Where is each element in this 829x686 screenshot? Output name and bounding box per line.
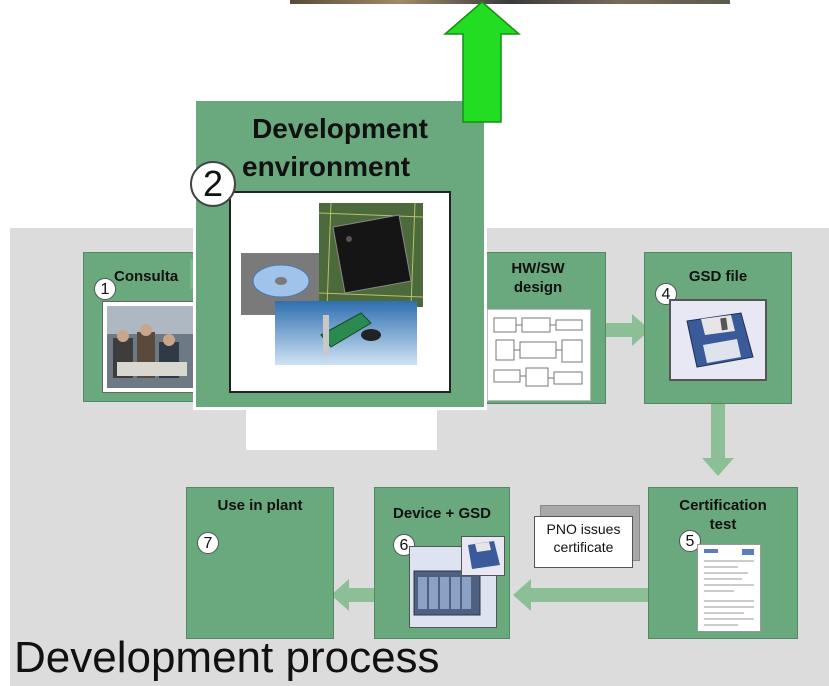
step-consultation: Consulta 1 bbox=[83, 252, 203, 402]
step-hw-sw-design-label-2: design bbox=[513, 279, 563, 296]
step-number-1: 1 bbox=[94, 278, 116, 300]
arrow-4-to-5-shaft bbox=[711, 404, 725, 460]
step-gsd-file: GSD file 4 bbox=[644, 252, 792, 404]
arrow-4-to-5-head bbox=[702, 458, 734, 476]
arrow-3-to-4-shaft bbox=[606, 323, 634, 337]
step-certification-test: Certification test 5 bbox=[648, 487, 798, 639]
step-use-in-plant-label: Use in plant bbox=[217, 497, 303, 514]
step-use-in-plant: Use in plant 7 bbox=[186, 487, 334, 639]
step-certification-label-1: Certification bbox=[679, 497, 767, 514]
arrow-5-to-6-head bbox=[513, 579, 531, 611]
step-gsd-file-label: GSD file bbox=[688, 268, 748, 285]
arrow-6-to-7-head bbox=[331, 579, 349, 611]
schematic-icon bbox=[487, 309, 591, 401]
step-device-gsd-label: Device + GSD bbox=[393, 505, 491, 522]
dev-env-image-panel bbox=[229, 191, 451, 393]
step-certification-label-2: test bbox=[709, 516, 737, 533]
step-hw-sw-design: HW/SW design bbox=[470, 252, 606, 404]
pci-card-icon bbox=[275, 301, 417, 365]
step-hw-sw-design-label-1: HW/SW bbox=[511, 260, 565, 277]
step-dev-env-label-2: environment bbox=[242, 151, 411, 182]
photo-icon bbox=[102, 301, 202, 393]
certificate-note-line2: certificate bbox=[553, 539, 614, 555]
step-2-pedestal bbox=[246, 404, 437, 450]
arrow-5-to-6-shaft bbox=[530, 588, 648, 602]
small-floppy-disk-icon bbox=[461, 536, 505, 576]
certificate-note: PNO issues certificate bbox=[534, 516, 633, 568]
floppy-disk-icon bbox=[669, 299, 767, 381]
page-title: Development process bbox=[14, 633, 440, 682]
step-development-environment: Development environment 2 bbox=[190, 98, 487, 410]
step-number-2: 2 bbox=[190, 161, 236, 207]
arrow-6-to-7-shaft bbox=[348, 588, 374, 602]
top-photo-strip bbox=[290, 0, 730, 4]
step-consultation-label: Consulta bbox=[114, 268, 179, 285]
step-number-7: 7 bbox=[197, 532, 219, 554]
step-dev-env-label-1: Development bbox=[252, 113, 428, 144]
document-icon bbox=[697, 544, 761, 632]
step-device-gsd: Device + GSD 6 bbox=[374, 487, 510, 639]
certificate-note-line1: PNO issues bbox=[546, 521, 621, 537]
up-arrow-icon bbox=[442, 0, 522, 124]
chip-icon bbox=[318, 202, 424, 308]
step-number-5: 5 bbox=[679, 530, 701, 552]
